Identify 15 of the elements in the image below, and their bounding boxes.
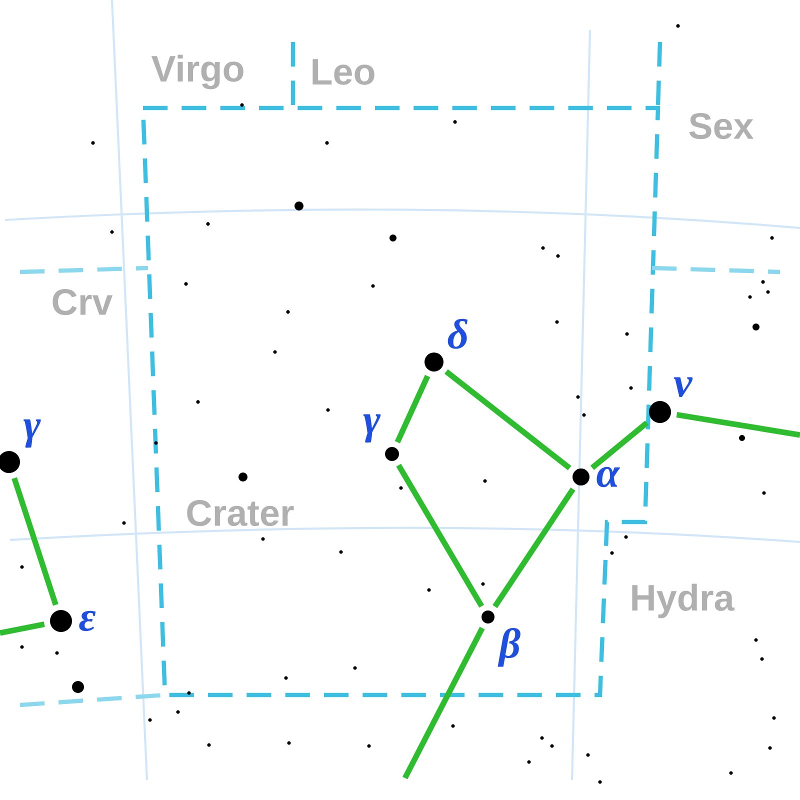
constellation-name: Virgo [151,54,244,90]
asterism-line [0,622,45,636]
asterism-line [676,412,800,438]
asterism-line [396,464,484,608]
constellation-name: Crv [52,288,113,316]
asterism-line [402,626,485,780]
asterism-line [394,374,430,444]
asterism-line [444,369,572,470]
constellation-name: Sex [689,112,754,140]
constellation-name: Leo [312,59,374,85]
constellation-name: Hydra [632,584,734,618]
asterism-line [12,477,58,606]
asterism-line [492,488,576,608]
constellation-name: Crater [187,500,294,526]
asterism-line [590,420,649,470]
